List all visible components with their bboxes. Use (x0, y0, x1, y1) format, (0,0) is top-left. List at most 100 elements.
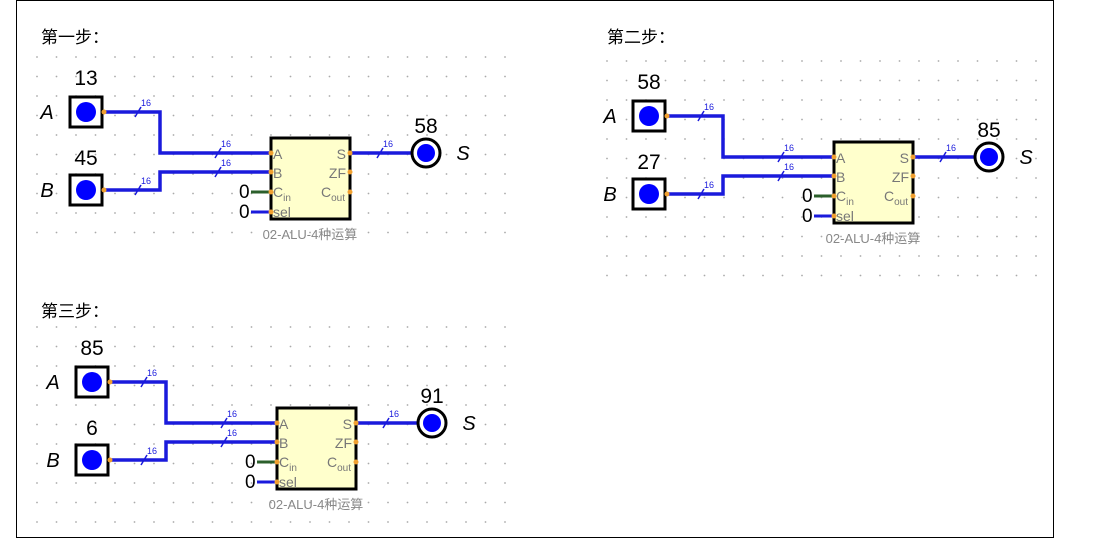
port-dot (664, 113, 670, 119)
port-dot (353, 420, 359, 426)
alu-port-a: A (279, 416, 289, 432)
step-2-label: 第二步： (607, 28, 675, 48)
port-dot (664, 191, 670, 197)
alu-port-zf: ZF (892, 169, 909, 185)
alu-name: 02-ALU-4种运算 (826, 231, 921, 246)
output-s-value: 91 (420, 385, 443, 408)
port-dot (353, 459, 359, 465)
alu-port-b: B (836, 169, 845, 185)
output-s-dot (980, 148, 998, 166)
bus-width-label: 16 (704, 102, 714, 112)
bus-width-label: 16 (946, 143, 956, 153)
bus-tick-a-alu (777, 151, 785, 163)
input-b-dot (82, 450, 102, 470)
wire-a (667, 114, 834, 159)
bus-width-label: 16 (704, 180, 714, 190)
bus-width-label: 16 (147, 446, 157, 456)
bus-tick-a-in (134, 106, 142, 118)
pin-a-label: A (602, 106, 616, 128)
sel-const-zero: 0 (239, 202, 250, 223)
bus-width-label: 16 (227, 428, 237, 438)
bus-width-label: 16 (221, 158, 231, 168)
alu-circuit-step-3: 85 A 6 B 16 16 16 16 16 0 (45, 337, 476, 512)
bus-tick-b-alu (777, 170, 785, 182)
bus-width-label: 16 (383, 139, 393, 149)
wire-a (110, 380, 277, 425)
cin-const-zero: 0 (802, 186, 813, 207)
cin-const-zero: 0 (239, 182, 250, 203)
port-dot (831, 154, 837, 160)
input-a-dot (82, 372, 102, 392)
port-dot (274, 420, 280, 426)
alu-block[interactable] (832, 140, 915, 225)
input-a-value: 85 (80, 337, 103, 360)
alu-port-zf: ZF (335, 435, 352, 451)
cin-const-zero: 0 (245, 452, 256, 473)
port-dot (347, 189, 353, 195)
port-dot (268, 169, 274, 175)
port-dot (353, 439, 359, 445)
port-dot (107, 379, 113, 385)
pin-b-label: B (603, 184, 616, 206)
bus-tick-a-alu (220, 417, 228, 429)
bus-tick-b-in (134, 184, 142, 196)
port-dot (268, 189, 274, 195)
port-dot (274, 439, 280, 445)
alu-name: 02-ALU-4种运算 (263, 227, 358, 242)
alu-port-cout: Cout (327, 454, 351, 474)
step-1-label: 第一步： (41, 28, 109, 48)
input-b-value: 27 (637, 151, 660, 174)
port-dot (831, 173, 837, 179)
wire-b (104, 170, 271, 192)
alu-block[interactable] (269, 136, 352, 221)
bus-width-label: 16 (141, 98, 151, 108)
alu-block[interactable] (275, 406, 358, 491)
circuits: 13 A 45 B 16 16 16 16 16 0 (39, 67, 1033, 512)
input-b-dot (76, 180, 96, 200)
port-dot (910, 193, 916, 199)
bus-tick-s (382, 417, 390, 429)
alu-port-b: B (279, 435, 288, 451)
output-s-value: 58 (414, 115, 437, 138)
bus-width-label: 16 (389, 409, 399, 419)
alu-port-s: S (337, 146, 346, 162)
port-dot (268, 150, 274, 156)
bus-tick-a-alu (214, 147, 222, 159)
alu-port-b: B (273, 165, 282, 181)
port-dot (347, 150, 353, 156)
pin-s-label: S (462, 413, 476, 435)
alu-port-cin: Cin (836, 188, 854, 208)
alu-port-s: S (900, 150, 909, 166)
port-dot (910, 154, 916, 160)
alu-port-cin: Cin (273, 184, 291, 204)
alu-port-sel: sel (279, 474, 297, 490)
diagram-frame: 第一步： 第二步： 第三步： 13 A 45 B 16 16 16 (16, 0, 1054, 538)
bus-tick-b-in (697, 188, 705, 200)
alu-name: 02-ALU-4种运算 (269, 497, 364, 512)
port-dot (347, 169, 353, 175)
input-a-dot (76, 102, 96, 122)
port-dot (274, 479, 280, 485)
sel-const-zero: 0 (245, 472, 256, 493)
pin-s-label: S (1019, 147, 1033, 169)
alu-port-a: A (273, 146, 283, 162)
port-dot (101, 187, 107, 193)
pin-b-label: B (40, 180, 53, 202)
input-b-value: 45 (74, 147, 97, 170)
wire-b (667, 174, 834, 196)
input-b-value: 6 (86, 417, 98, 440)
sel-const-zero: 0 (802, 206, 813, 227)
port-dot (268, 209, 274, 215)
bus-width-label: 16 (784, 162, 794, 172)
input-a-value: 13 (74, 67, 97, 90)
alu-port-sel: sel (836, 208, 854, 224)
input-b-dot (639, 184, 659, 204)
alu-port-cin: Cin (279, 454, 297, 474)
port-dot (910, 173, 916, 179)
wire-b (110, 440, 277, 462)
bus-tick-a-in (140, 376, 148, 388)
bus-tick-b-in (140, 454, 148, 466)
bus-tick-b-alu (214, 166, 222, 178)
bus-tick-s (939, 151, 947, 163)
pin-s-label: S (456, 143, 470, 165)
